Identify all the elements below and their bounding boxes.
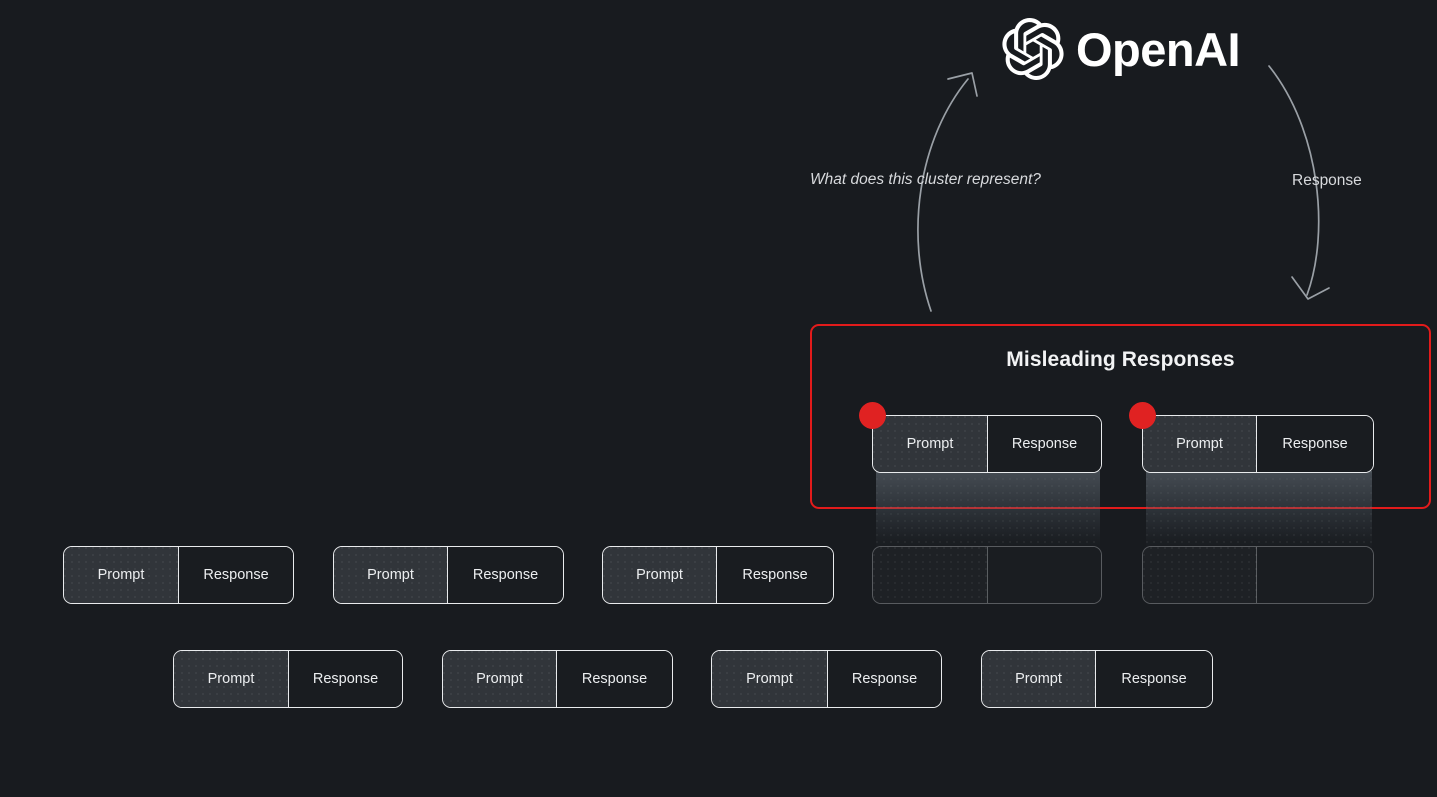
prompt-response-pill[interactable]	[1142, 546, 1374, 604]
pill-prompt-cell[interactable]: Prompt	[443, 651, 558, 707]
pill-prompt-cell[interactable]	[873, 547, 988, 603]
flagged-status-dot[interactable]	[859, 402, 886, 429]
openai-wordmark: OpenAI	[1076, 22, 1241, 76]
pill-prompt-cell[interactable]: Prompt	[873, 416, 988, 472]
prompt-flow-label: What does this cluster represent?	[810, 171, 1041, 188]
prompt-arrow-head	[947, 72, 978, 97]
pill-prompt-cell[interactable]: Prompt	[603, 547, 718, 603]
pill-motion-trail	[1146, 471, 1372, 551]
pill-prompt-cell[interactable]: Prompt	[982, 651, 1097, 707]
pill-response-cell[interactable]: Response	[179, 547, 293, 603]
response-flow-label: Response	[1292, 172, 1362, 189]
response-arrow-head	[1291, 276, 1330, 300]
pill-response-cell[interactable]	[988, 547, 1101, 603]
pill-response-cell[interactable]: Response	[827, 651, 941, 707]
openai-brand-lockup: OpenAI	[1002, 18, 1241, 80]
pill-prompt-cell[interactable]: Prompt	[174, 651, 289, 707]
misleading-responses-title: Misleading Responses	[1006, 348, 1235, 371]
pill-response-cell[interactable]: Response	[717, 547, 833, 603]
misleading-responses-panel: Misleading Responses	[810, 324, 1431, 509]
flagged-status-dot[interactable]	[1129, 402, 1156, 429]
pill-prompt-cell[interactable]: Prompt	[334, 547, 449, 603]
prompt-arrow-path	[917, 78, 969, 312]
prompt-response-pill[interactable]	[872, 546, 1102, 604]
pill-response-cell[interactable]: Response	[557, 651, 672, 707]
pill-prompt-cell[interactable]: Prompt	[712, 651, 828, 707]
pill-response-cell[interactable]: Response	[1257, 416, 1373, 472]
pill-prompt-cell[interactable]	[1143, 547, 1258, 603]
openai-logo-icon	[1002, 18, 1064, 80]
pill-prompt-cell[interactable]: Prompt	[1143, 416, 1258, 472]
pill-response-cell[interactable]: Response	[289, 651, 402, 707]
pill-response-cell[interactable]: Response	[988, 416, 1101, 472]
pill-prompt-cell[interactable]: Prompt	[64, 547, 179, 603]
pill-response-cell[interactable]	[1257, 547, 1373, 603]
pill-response-cell[interactable]: Response	[1096, 651, 1212, 707]
pill-response-cell[interactable]: Response	[448, 547, 563, 603]
pill-motion-trail	[876, 471, 1100, 551]
